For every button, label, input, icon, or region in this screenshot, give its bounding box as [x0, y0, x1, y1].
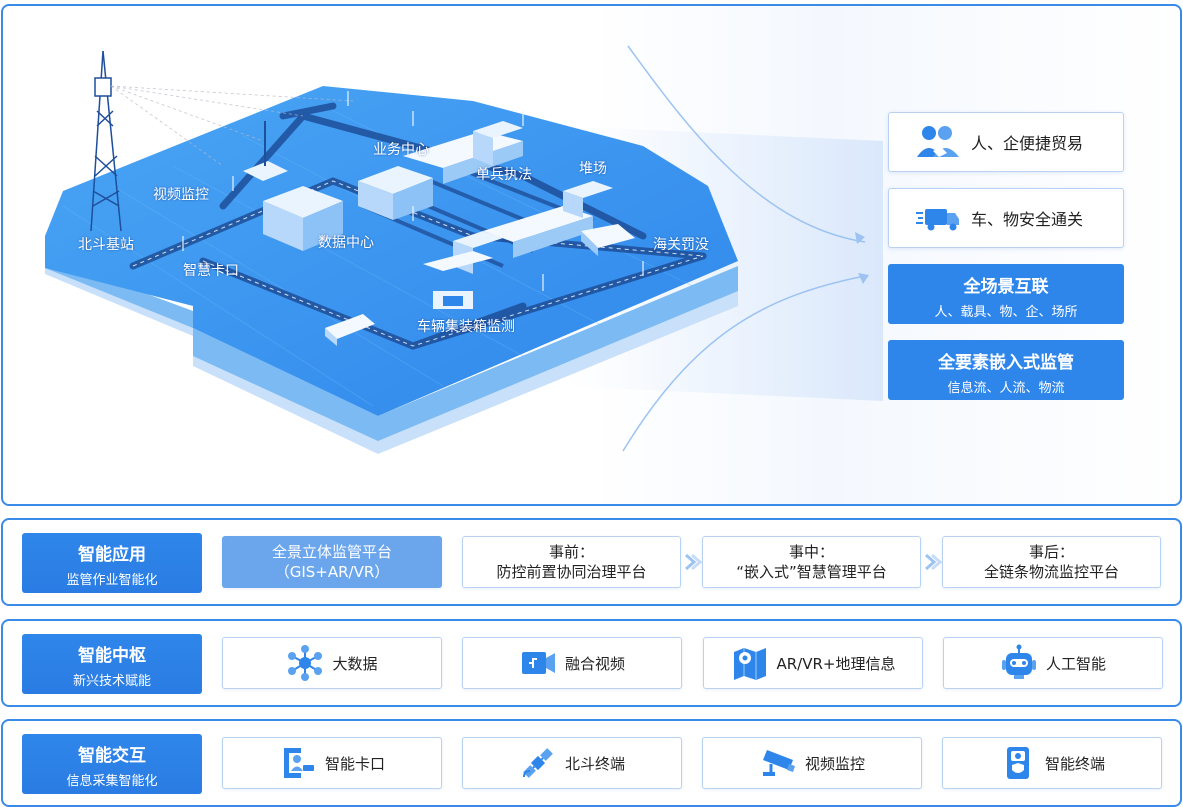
map-pin-icon — [731, 644, 769, 682]
robot-icon — [1000, 644, 1038, 682]
card-fusion-video: 融合视频 — [462, 637, 682, 689]
card-ar-vr-gis: AR/VR+地理信息 — [703, 637, 923, 689]
row-interact-title: 智能交互 — [78, 746, 146, 766]
row-app-title: 智能应用 — [78, 545, 146, 565]
row-interact-subtitle: 信息采集智能化 — [66, 774, 158, 789]
chevron-right-icon — [925, 553, 942, 571]
beidou-terminal-label: 北斗终端 — [564, 754, 625, 773]
embedded-subtitle: 信息流、人流、物流 — [947, 381, 1065, 396]
truck-icon — [915, 199, 961, 237]
port-scene-illustration — [45, 45, 883, 454]
row-app-head: 智能应用 监管作业智能化 — [22, 533, 202, 593]
fusion-video-label: 融合视频 — [564, 654, 625, 673]
after-line1: 事后： — [1028, 543, 1074, 561]
beidou-tower — [90, 50, 122, 232]
video-monitor-label: 视频监控 — [804, 754, 865, 773]
row-interact-head: 智能交互 信息采集智能化 — [22, 734, 202, 794]
video-camera-icon — [519, 644, 557, 682]
before-line1: 事前： — [548, 543, 594, 561]
row-smart-interaction: 智能交互 信息采集智能化 智能卡口 北斗终端 视频监控 智能终端 — [1, 719, 1182, 807]
before-line2: 防控前置协同治理平台 — [496, 563, 647, 581]
card-after: 事后： 全链条物流监控平台 — [942, 536, 1161, 588]
trade-box: 人、企便捷贸易 — [888, 112, 1124, 172]
embedded-box: 全要素嵌入式监管 信息流、人流、物流 — [888, 340, 1124, 400]
card-smart-checkpoint: 智能卡口 — [222, 737, 442, 789]
chevron-right-icon — [685, 553, 702, 571]
clearance-text: 车、物安全通关 — [971, 210, 1084, 229]
smart-terminal-label: 智能终端 — [1044, 754, 1105, 773]
smart-checkpoint-label: 智能卡口 — [324, 754, 385, 773]
row-app-subtitle: 监管作业智能化 — [66, 573, 158, 588]
port-land — [45, 86, 738, 416]
row-hub-title: 智能中枢 — [78, 646, 146, 666]
interconnect-subtitle: 人、载具、物、企、场所 — [934, 305, 1078, 320]
row-smart-hub: 智能中枢 新兴技术赋能 大数据 融合视频 AR/VR+地理信息 人工智能 — [1, 619, 1182, 707]
label-data-center: 数据中心 — [318, 235, 374, 251]
card-smart-terminal: 智能终端 — [942, 737, 1162, 789]
label-beidou-station: 北斗基站 — [78, 237, 134, 253]
label-customs-confiscation: 海关罚没 — [653, 237, 709, 253]
after-line2: 全链条物流监控平台 — [983, 563, 1119, 581]
row-hub-subtitle: 新兴技术赋能 — [72, 674, 151, 689]
label-video-monitor: 视频监控 — [153, 187, 209, 203]
ai-label: 人工智能 — [1045, 654, 1106, 673]
interconnect-box: 全场景互联 人、载具、物、企、场所 — [888, 264, 1124, 324]
during-line1: 事中： — [788, 543, 834, 561]
trade-text: 人、企便捷贸易 — [971, 134, 1084, 153]
label-smart-checkpoint: 智慧卡口 — [183, 263, 239, 279]
label-single-enforcement: 单兵执法 — [476, 167, 532, 183]
during-line2: “嵌入式”智慧管理平台 — [736, 563, 887, 581]
scene-panel: 北斗基站 视频监控 智慧卡口 业务中心 数据中心 单兵执法 堆场 海关罚没 车辆… — [1, 4, 1182, 506]
label-business-center: 业务中心 — [373, 142, 429, 158]
card-beidou-terminal: 北斗终端 — [462, 737, 682, 789]
card-ai: 人工智能 — [943, 637, 1163, 689]
users-handshake-icon — [915, 123, 961, 161]
big-data-label: 大数据 — [332, 654, 378, 673]
card-before: 事前： 防控前置协同治理平台 — [462, 536, 681, 588]
smart-terminal-icon — [999, 744, 1037, 782]
card-panorama-platform: 全景立体监管平台 （GIS+AR/VR） — [222, 536, 442, 588]
label-yard: 堆场 — [579, 161, 607, 177]
row-hub-head: 智能中枢 新兴技术赋能 — [22, 634, 202, 694]
interconnect-title: 全场景互联 — [963, 277, 1049, 297]
card-video-monitor: 视频监控 — [702, 737, 922, 789]
cctv-camera-icon — [759, 744, 797, 782]
flow-curve-bottom — [622, 275, 866, 452]
network-nodes-icon — [286, 644, 324, 682]
ar-vr-gis-label: AR/VR+地理信息 — [776, 654, 896, 673]
id-checkpoint-icon — [279, 744, 317, 782]
satellite-icon — [519, 744, 557, 782]
platform-line2: （GIS+AR/VR） — [274, 563, 390, 581]
label-vehicle-container-monitor: 车辆集装箱监测 — [417, 319, 515, 335]
row-smart-application: 智能应用 监管作业智能化 全景立体监管平台 （GIS+AR/VR） 事前： 防控… — [1, 518, 1182, 606]
flow-curve-top — [627, 45, 866, 243]
clearance-box: 车、物安全通关 — [888, 188, 1124, 248]
card-during: 事中： “嵌入式”智慧管理平台 — [702, 536, 921, 588]
embedded-title: 全要素嵌入式监管 — [938, 353, 1074, 373]
card-big-data: 大数据 — [222, 637, 442, 689]
platform-line1: 全景立体监管平台 — [271, 543, 392, 561]
